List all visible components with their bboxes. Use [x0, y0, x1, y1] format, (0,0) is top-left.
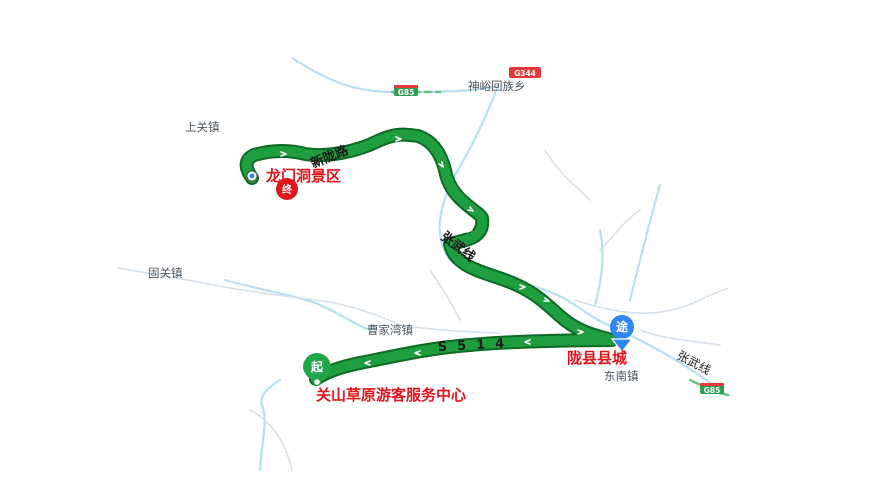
- town-label-shenyu: 神峪回族乡: [468, 79, 526, 93]
- g85-top-shield: G85: [394, 85, 418, 97]
- end-marker[interactable]: 终: [246, 170, 298, 200]
- waypoint-marker[interactable]: 途: [610, 315, 634, 353]
- road-label-s514: S514: [437, 336, 514, 355]
- route-line: [239, 127, 619, 386]
- start-name: 关山草原游客服务中心: [316, 386, 466, 404]
- town-label-dongnan: 东南镇: [604, 369, 639, 383]
- start-badge: 起: [310, 359, 324, 374]
- waypoint-name: 陇县县城: [567, 349, 627, 367]
- town-label-shangguan: 上关镇: [185, 120, 220, 134]
- g85-top-label: G85: [398, 88, 415, 97]
- g344-label: G344: [514, 69, 536, 78]
- start-marker[interactable]: 起: [303, 353, 331, 387]
- minor-roads: [117, 149, 729, 471]
- end-name: 龙门洞景区: [265, 167, 341, 185]
- g85-bottom-shield: G85: [700, 383, 724, 395]
- road-labels: 新陇路 张武线 S514 张武线: [309, 142, 713, 378]
- g344-shield: G344: [509, 67, 541, 78]
- end-badge: 终: [282, 183, 293, 196]
- road-label-zhangwu-east: 张武线: [675, 348, 713, 377]
- waypoint-badge: 途: [616, 319, 629, 334]
- town-label-caojiawan: 曹家湾镇: [367, 323, 413, 337]
- g85-bottom-label: G85: [704, 386, 721, 395]
- town-label-guguan: 固关镇: [148, 266, 183, 280]
